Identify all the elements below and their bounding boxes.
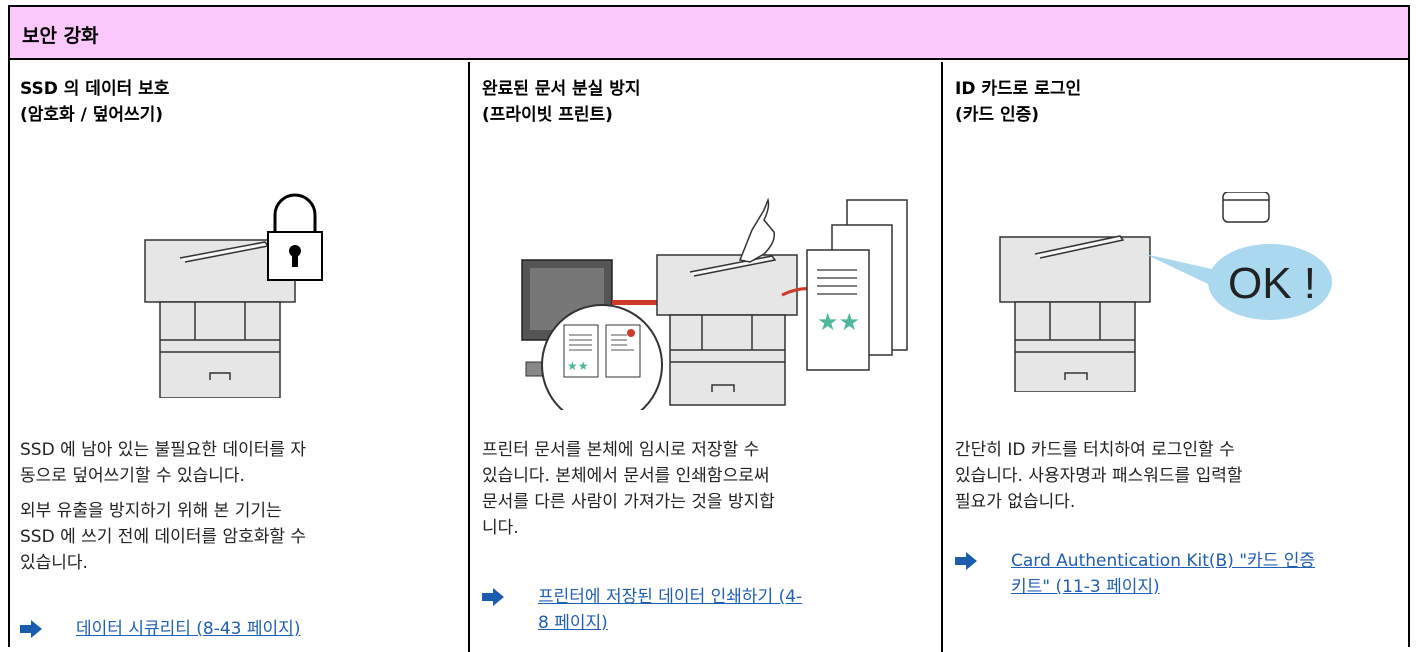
text-line: SSD 에 남아 있는 불필요한 데이터를 자 <box>20 440 307 460</box>
reference-link-row: 프린터에 저장된 데이터 인쇄하기 (4- 8 페이지) <box>482 584 932 644</box>
description: SSD 에 남아 있는 불필요한 데이터를 자 동으로 덮어쓰기할 수 있습니다… <box>20 437 306 585</box>
ok-bubble: OK ! <box>1145 244 1332 320</box>
data-security-link[interactable]: 데이터 시큐리티 (8-43 페이지) <box>76 616 300 642</box>
security-table: 보안 강화 SSD 의 데이터 보호 (암호화 / 덮어쓰기) <box>8 5 1410 652</box>
card-login-illustration: OK ! <box>999 192 1332 392</box>
paragraph: 외부 유출을 방지하기 위해 본 기기는 SSD 에 쓰기 전에 데이터를 암호… <box>20 498 306 576</box>
link-line: Card Authentication Kit(B) "카드 인증 <box>1011 551 1316 571</box>
text-line: 외부 유출을 방지하기 위해 본 기기는 <box>20 501 282 521</box>
column-title: 완료된 문서 분실 방지 (프라이빗 프린트) <box>482 76 641 128</box>
column-card-login: ID 카드로 로그인 (카드 인증) OK ! <box>945 62 1410 652</box>
section-title: 보안 강화 <box>22 25 99 47</box>
printer-icon <box>656 254 798 406</box>
text-line: 간단히 ID 카드를 터치하여 로그인할 수 <box>955 440 1235 460</box>
column-title-line: 완료된 문서 분실 방지 <box>482 79 641 99</box>
text-line: SSD 에 쓰기 전에 데이터를 암호화할 수 <box>20 527 307 547</box>
print-stored-data-link[interactable]: 프린터에 저장된 데이터 인쇄하기 (4- 8 페이지) <box>538 584 802 636</box>
text-line: 니다. <box>482 518 519 538</box>
column-title-line: SSD 의 데이터 보호 <box>20 79 170 99</box>
text-line: 있습니다. 본체에서 문서를 인쇄함으로써 <box>482 466 770 486</box>
zoom-circle: ★★ <box>541 304 663 410</box>
link-line: 키트" (11-3 페이지) <box>1011 577 1160 597</box>
column-title: ID 카드로 로그인 (카드 인증) <box>955 76 1081 128</box>
arrow-right-icon <box>20 620 42 638</box>
column-ssd-protection: SSD 의 데이터 보호 (암호화 / 덮어쓰기) <box>10 62 470 652</box>
description: 프린터 문서를 본체에 임시로 저장할 수 있습니다. 본체에서 문서를 인쇄함… <box>482 437 775 550</box>
svg-text:★★: ★★ <box>817 308 860 336</box>
mfp-padlock-illustration <box>144 193 323 398</box>
text-line: 있습니다. <box>20 553 88 573</box>
svg-text:★★: ★★ <box>567 359 589 373</box>
reference-link-row: 데이터 시큐리티 (8-43 페이지) <box>20 616 460 646</box>
text-line: 프린터 문서를 본체에 임시로 저장할 수 <box>482 440 760 460</box>
arrow-right-icon <box>955 552 977 570</box>
paragraph: 프린터 문서를 본체에 임시로 저장할 수 있습니다. 본체에서 문서를 인쇄함… <box>482 437 775 541</box>
link-line: 데이터 시큐리티 (8-43 페이지) <box>76 619 301 639</box>
paper-stack-icon: ★★ <box>806 199 908 371</box>
link-line: 8 페이지) <box>538 613 608 633</box>
padlock-icon <box>267 193 323 281</box>
link-line: 프린터에 저장된 데이터 인쇄하기 (4- <box>538 587 803 607</box>
column-title-line: (프라이빗 프린트) <box>482 105 613 125</box>
connection-line <box>612 300 672 305</box>
text-line: 동으로 덮어쓰기할 수 있습니다. <box>20 466 245 486</box>
printer-icon <box>999 235 1151 392</box>
card-authentication-kit-link[interactable]: Card Authentication Kit(B) "카드 인증 키트" (1… <box>1011 548 1315 600</box>
hand-icon <box>738 197 776 263</box>
description: 간단히 ID 카드를 터치하여 로그인할 수 있습니다. 사용자명과 패스워드를… <box>955 437 1243 524</box>
paragraph: SSD 에 남아 있는 불필요한 데이터를 자 동으로 덮어쓰기할 수 있습니다… <box>20 437 306 489</box>
column-private-print: 완료된 문서 분실 방지 (프라이빗 프린트) <box>472 62 943 652</box>
reference-link-row: Card Authentication Kit(B) "카드 인증 키트" (1… <box>955 548 1405 608</box>
paragraph: 간단히 ID 카드를 터치하여 로그인할 수 있습니다. 사용자명과 패스워드를… <box>955 437 1243 515</box>
arrow-right-icon <box>482 588 504 606</box>
private-print-illustration: ★★ ★★ <box>521 197 908 410</box>
id-card-icon <box>1222 192 1270 223</box>
text-line: 필요가 없습니다. <box>955 492 1076 512</box>
column-title: SSD 의 데이터 보호 (암호화 / 덮어쓰기) <box>20 76 169 128</box>
ok-text: OK ! <box>1228 259 1316 308</box>
text-line: 있습니다. 사용자명과 패스워드를 입력할 <box>955 466 1243 486</box>
section-header: 보안 강화 <box>10 7 1408 60</box>
column-title-line: (카드 인증) <box>955 105 1040 125</box>
column-title-line: ID 카드로 로그인 <box>955 79 1082 99</box>
text-line: 문서를 다른 사람이 가져가는 것을 방지합 <box>482 492 775 512</box>
column-title-line: (암호화 / 덮어쓰기) <box>20 105 164 125</box>
